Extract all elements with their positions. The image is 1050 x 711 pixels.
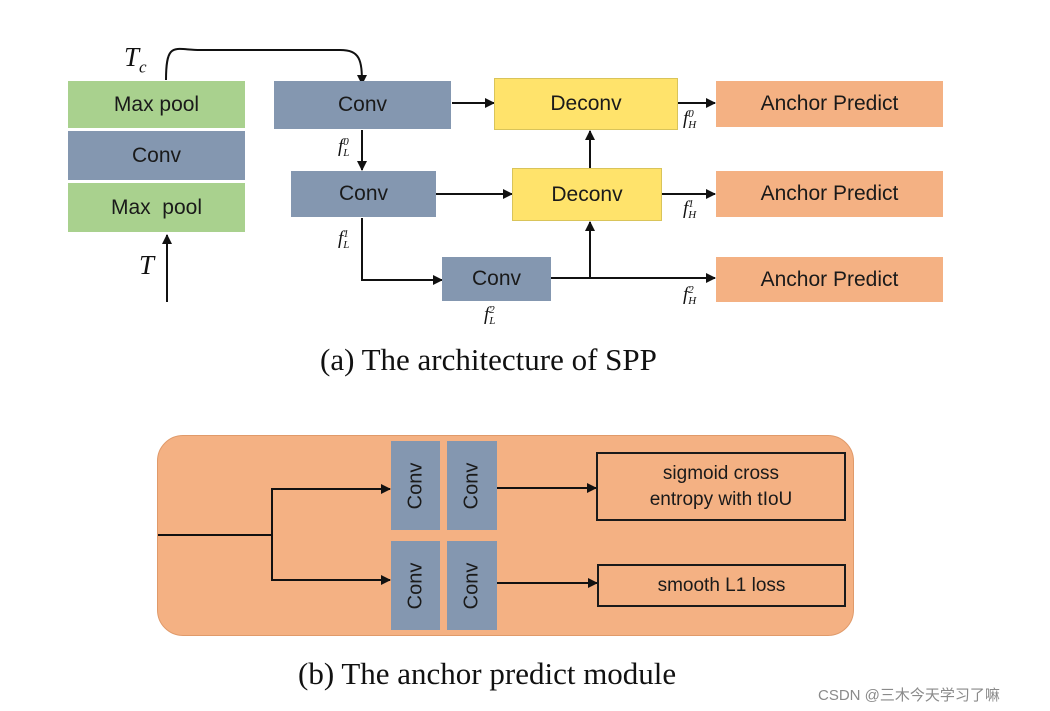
module-conv-bottom-2: Conv [447,541,497,630]
input-t-label: T [139,250,155,280]
anchor-predict-2: Anchor Predict [716,257,943,302]
maxpool-block-bottom: Max pool [68,183,245,232]
watermark: CSDN @三木今天学习了嘛 [818,687,1000,704]
caption-a: (a) The architecture of SPP [320,342,657,377]
conv-block-1: Conv [291,171,436,217]
output-reg-box: smooth L1 loss [597,564,846,607]
output-cls-box: sigmoid cross entropy with tIoU [596,452,846,521]
module-conv-top-2: Conv [447,441,497,530]
conv-block-0: Conv [274,81,451,129]
arrow-conv1-to-conv2 [361,218,443,285]
deconv-block-1: Deconv [512,168,662,221]
caption-b: (b) The anchor predict module [298,656,677,691]
anchor-predict-1: Anchor Predict [716,171,943,217]
conv-block-stack: Conv [68,131,245,180]
deconv-block-0: Deconv [494,78,678,130]
anchor-module-panel [157,435,854,636]
module-branch-bottom [271,535,391,585]
maxpool-block-top: Max pool [68,81,245,128]
module-conv-bottom-1: Conv [391,541,440,630]
module-conv-top-1: Conv [391,441,440,530]
input-tc-label: Tc [124,42,147,77]
module-branch-top [271,484,391,535]
anchor-predict-0: Anchor Predict [716,81,943,127]
conv-block-2: Conv [442,257,551,301]
arrow-tc-to-conv0 [165,47,367,85]
